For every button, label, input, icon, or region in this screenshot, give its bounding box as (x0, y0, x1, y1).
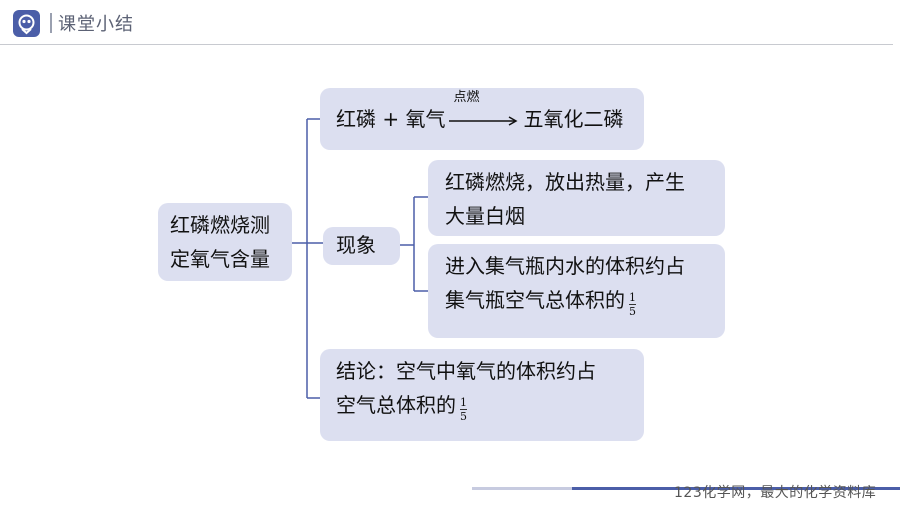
header-separator (50, 13, 52, 33)
observation-1-line-1: 红磷燃烧，放出热量，产生 (445, 170, 685, 194)
phenomenon-node: 现象 (323, 227, 400, 265)
fraction-bar (629, 304, 636, 305)
header: 课堂小结 (0, 0, 900, 46)
conclusion-text: 空气总体积的 (336, 393, 456, 417)
equation-products: 五氧化二磷 (523, 107, 624, 131)
root-line-1: 红磷燃烧测 (170, 213, 270, 237)
watermark: 123化学网，最大的化学资料库 (674, 485, 877, 501)
reaction-condition: 点燃 (453, 89, 480, 105)
header-divider (0, 44, 893, 45)
owl-logo-icon (13, 10, 40, 37)
reaction-arrow: 点燃 (449, 90, 519, 131)
fraction-numerator: 1 (460, 396, 467, 409)
equation-reactants: 红磷 + 氧气 (336, 107, 446, 131)
observation-2-line-1: 进入集气瓶内水的体积约占 (445, 254, 685, 278)
equation-node: 红磷 + 氧气点燃五氧化二磷 (320, 88, 644, 150)
observation-node-1: 红磷燃烧，放出热量，产生 大量白烟 (428, 160, 725, 236)
arrow-right-icon (449, 115, 518, 126)
conclusion-line-1: 结论：空气中氧气的体积约占 (336, 359, 596, 383)
footer-bar-accent (572, 487, 900, 490)
observation-2-text: 集气瓶空气总体积的 (445, 288, 625, 312)
fraction-denominator: 5 (629, 305, 636, 318)
page-title: 课堂小结 (58, 14, 134, 35)
observation-1-line-2: 大量白烟 (445, 204, 525, 228)
fraction-denominator: 5 (460, 410, 467, 423)
fraction-numerator: 1 (629, 291, 636, 304)
footer-bar-light (472, 487, 572, 490)
equation-line: 红磷 + 氧气点燃五氧化二磷 (336, 90, 644, 136)
fraction-bar (460, 409, 467, 410)
root-line-2: 定氧气含量 (170, 247, 270, 271)
root-node: 红磷燃烧测 定氧气含量 (158, 203, 292, 281)
